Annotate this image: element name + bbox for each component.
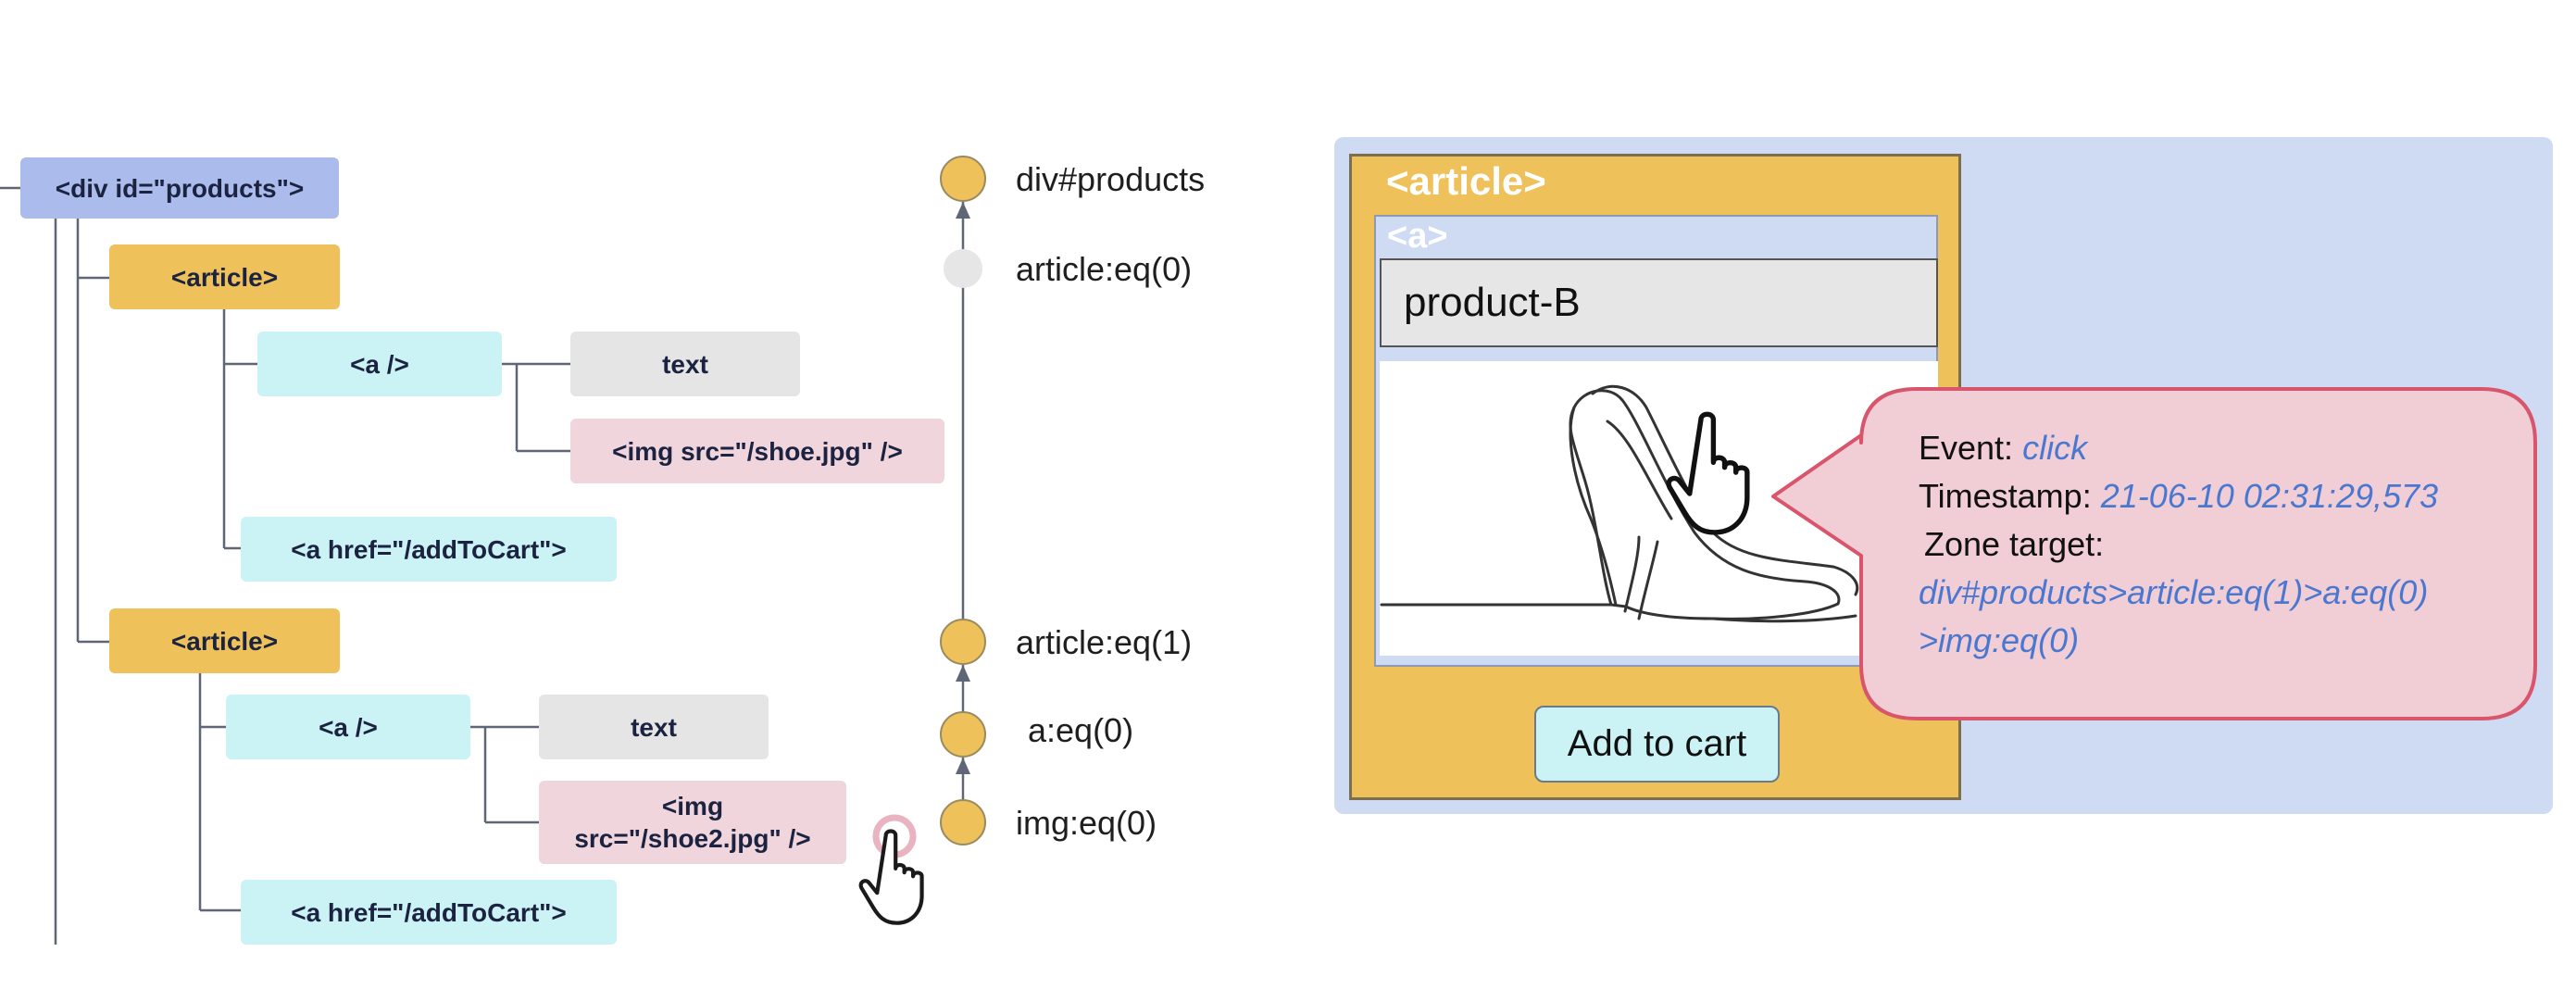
path-arrow-3	[956, 758, 970, 774]
path-dot-div-products	[940, 156, 986, 202]
tree-click-indicator	[858, 814, 924, 925]
tree-node-article-1: <article>	[109, 244, 340, 309]
callout-event-value: click	[2022, 429, 2088, 467]
path-label-img-0: img:eq(0)	[1016, 804, 1157, 842]
tree-node-text-2: text	[539, 695, 769, 759]
tree-node-a-1: <a />	[257, 332, 502, 396]
path-arrow-2	[956, 665, 970, 682]
mockup-a-tag: <a>	[1387, 217, 1448, 256]
path-dot-article-1	[940, 619, 986, 665]
callout-zone-value-line2: >img:eq(0)	[1919, 621, 2080, 659]
hand-pointer-icon	[858, 829, 924, 925]
event-callout-text: Event: click Timestamp: 21-06-10 02:31:2…	[1919, 424, 2511, 665]
tree-node-img-2: <img src="/shoe2.jpg" />	[539, 781, 846, 864]
path-dot-img-0	[940, 799, 986, 845]
callout-event-row: Event: click	[1919, 424, 2511, 472]
tree-node-img-1: <img src="/shoe.jpg" />	[570, 419, 944, 483]
tree-node-img-2-line2: src="/shoe2.jpg" />	[574, 824, 811, 853]
callout-timestamp-value: 21-06-10 02:31:29,573	[2100, 477, 2439, 515]
tree-node-article-2: <article>	[109, 608, 340, 673]
tree-node-addtocart-2: <a href="/addToCart">	[241, 880, 617, 945]
tree-node-addtocart-1: <a href="/addToCart">	[241, 517, 617, 582]
callout-timestamp-label: Timestamp:	[1919, 477, 2092, 515]
tree-node-text-1: text	[570, 332, 800, 396]
path-dot-article-0	[944, 249, 982, 288]
path-arrow-1	[956, 202, 970, 219]
path-dot-a-0	[940, 711, 986, 758]
path-label-div-products: div#products	[1016, 160, 1206, 198]
callout-zone-value-line1: div#products>article:eq(1)>a:eq(0)	[1919, 573, 2429, 611]
callout-event-label: Event:	[1919, 429, 2014, 467]
callout-zone-label: Zone target:	[1924, 525, 2105, 563]
tree-connectors	[0, 186, 570, 945]
callout-timestamp-row: Timestamp: 21-06-10 02:31:29,573	[1919, 472, 2511, 520]
tree-node-a-2: <a />	[226, 695, 470, 759]
tree-node-div-products: <div id="products">	[20, 157, 339, 219]
hand-pointer-icon	[1666, 411, 1750, 535]
mockup-product-title: product-B	[1380, 258, 1938, 347]
selector-path	[940, 156, 986, 845]
path-label-a-0: a:eq(0)	[1028, 711, 1134, 749]
path-label-article-0: article:eq(0)	[1016, 250, 1193, 288]
tree-node-img-2-line1: <img	[661, 792, 724, 820]
mockup-article-tag: <article>	[1386, 159, 1546, 203]
path-label-article-1: article:eq(1)	[1016, 623, 1193, 661]
add-to-cart-button[interactable]: Add to cart	[1534, 706, 1780, 783]
